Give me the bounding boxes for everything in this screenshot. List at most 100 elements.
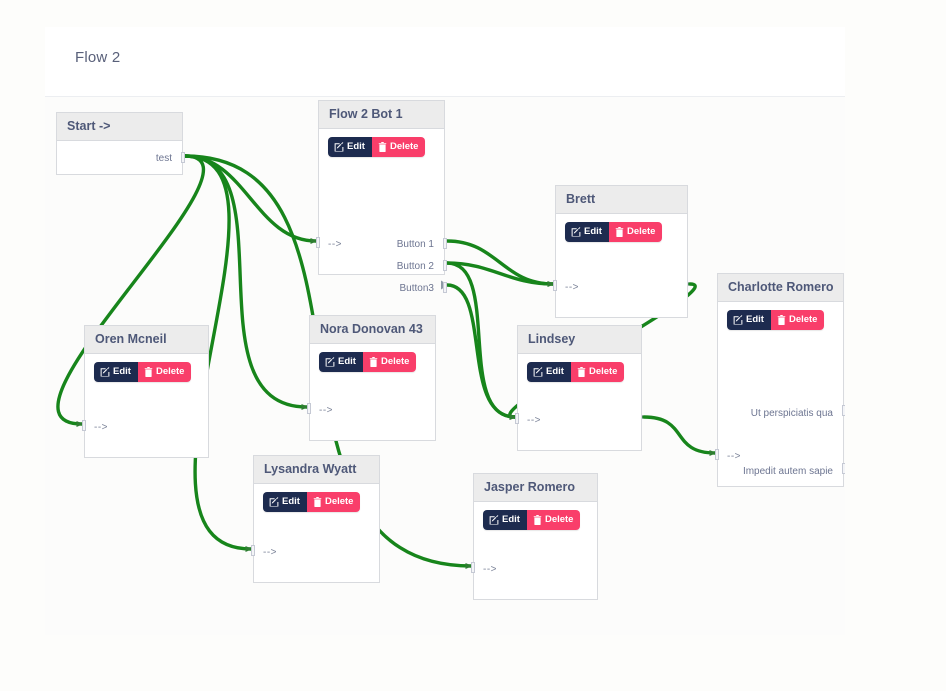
edge-flow2bot1-button3-to-lindsey-in[interactable]	[445, 283, 517, 420]
edit-button-brett[interactable]: Edit	[565, 222, 609, 242]
node-body-lindsey: Edit Delete -->	[515, 354, 641, 451]
input-handle-nora[interactable]	[307, 403, 311, 414]
node-actions-lindsey: Edit Delete	[527, 362, 625, 382]
node-title-lindsey: Lindsey	[518, 326, 641, 354]
node-title-start: Start ->	[57, 113, 182, 141]
node-actions-jasper: Edit Delete	[483, 510, 581, 530]
edge-flow2bot1-button1-to-brett-in[interactable]	[445, 239, 555, 287]
node-actions-charlotte: Edit Delete	[727, 310, 825, 330]
trash-icon	[378, 142, 387, 152]
node-title-brett: Brett	[556, 186, 687, 214]
node-title-jasper: Jasper Romero	[474, 474, 597, 502]
edit-button-lindsey[interactable]: Edit	[527, 362, 571, 382]
delete-button-brett[interactable]: Delete	[608, 222, 663, 242]
node-text-charlotte-0: Ut perspiciatis qua	[750, 408, 833, 419]
node-body-brett: Edit Delete -->	[553, 214, 687, 318]
edit-button-label: Edit	[502, 514, 520, 526]
delete-button-charlotte[interactable]: Delete	[770, 310, 825, 330]
edit-button-flow2bot1[interactable]: Edit	[328, 137, 372, 157]
input-handle-flow2bot1[interactable]	[316, 237, 320, 248]
input-handle-brett[interactable]	[553, 280, 557, 291]
delete-button-oren[interactable]: Delete	[137, 362, 192, 382]
input-port-lindsey[interactable]: -->	[527, 415, 541, 426]
edge-flow2bot1-button2-to-lindsey-in[interactable]	[445, 261, 517, 420]
output-handle-flow2bot1-0[interactable]	[443, 238, 447, 249]
trash-icon	[313, 497, 322, 507]
node-nora[interactable]: Nora Donovan 43 Edit Delete -->	[307, 315, 436, 441]
trash-icon	[615, 227, 624, 237]
delete-button-label: Delete	[588, 366, 618, 378]
delete-button-label: Delete	[544, 514, 574, 526]
node-body-lysandra: Edit Delete -->	[251, 484, 379, 583]
input-port-nora[interactable]: -->	[319, 405, 333, 416]
node-flow2bot1[interactable]: Flow 2 Bot 1 Edit Delete --> Button 1 Button …	[316, 100, 447, 294]
edit-button-label: Edit	[746, 314, 764, 326]
input-handle-lindsey[interactable]	[515, 413, 519, 424]
edit-button-label: Edit	[338, 356, 356, 368]
output-handle-flow2bot1-2[interactable]	[443, 282, 447, 293]
input-port-brett[interactable]: -->	[565, 282, 579, 293]
output-handle-start-0[interactable]	[181, 152, 185, 163]
pencil-square-icon	[489, 515, 499, 525]
input-handle-lysandra[interactable]	[251, 545, 255, 556]
trash-icon	[144, 367, 153, 377]
node-title-oren: Oren Mcneil	[85, 326, 208, 354]
edit-button-label: Edit	[546, 366, 564, 378]
node-body-start: test	[57, 141, 185, 175]
node-title-nora: Nora Donovan 43	[310, 316, 435, 344]
output-port-flow2bot1-2[interactable]: Button3	[399, 283, 434, 294]
node-actions-nora: Edit Delete	[319, 352, 417, 372]
edit-button-label: Edit	[113, 366, 131, 378]
delete-button-flow2bot1[interactable]: Delete	[371, 137, 426, 157]
edit-button-lysandra[interactable]: Edit	[263, 492, 307, 512]
pencil-square-icon	[334, 142, 344, 152]
node-actions-brett: Edit Delete	[565, 222, 663, 242]
delete-button-lysandra[interactable]: Delete	[306, 492, 361, 512]
input-port-charlotte[interactable]: -->	[727, 451, 741, 462]
output-handle-charlotte-t1[interactable]	[842, 463, 845, 474]
edit-button-label: Edit	[347, 141, 365, 153]
node-actions-lysandra: Edit Delete	[263, 492, 361, 512]
delete-button-label: Delete	[626, 226, 656, 238]
input-port-flow2bot1[interactable]: -->	[328, 239, 342, 250]
edge-flow2bot1-button2-to-brett-in[interactable]	[445, 261, 555, 287]
trash-icon	[369, 357, 378, 367]
node-body-nora: Edit Delete -->	[307, 344, 435, 441]
input-port-oren[interactable]: -->	[94, 422, 108, 433]
input-port-lysandra[interactable]: -->	[263, 547, 277, 558]
edit-button-charlotte[interactable]: Edit	[727, 310, 771, 330]
trash-icon	[577, 367, 586, 377]
output-handle-flow2bot1-1[interactable]	[443, 260, 447, 271]
output-port-flow2bot1-1[interactable]: Button 2	[396, 261, 434, 272]
edit-button-nora[interactable]: Edit	[319, 352, 363, 372]
output-handle-charlotte-t0[interactable]	[842, 405, 845, 416]
input-handle-oren[interactable]	[82, 420, 86, 431]
delete-button-label: Delete	[380, 356, 410, 368]
output-port-start-0[interactable]: test	[155, 153, 172, 164]
node-body-flow2bot1: Edit Delete --> Button 1 Button 2 Button3	[316, 129, 447, 294]
delete-button-nora[interactable]: Delete	[362, 352, 417, 372]
node-title-flow2bot1: Flow 2 Bot 1	[319, 101, 444, 129]
node-start[interactable]: Start -> test	[56, 112, 185, 175]
delete-button-jasper[interactable]: Delete	[526, 510, 581, 530]
node-body-jasper: Edit Delete -->	[471, 502, 597, 600]
input-port-jasper[interactable]: -->	[483, 564, 497, 575]
input-handle-jasper[interactable]	[471, 562, 475, 573]
edge-lindsey-out-to-charlotte-in[interactable]	[642, 415, 717, 456]
edit-button-jasper[interactable]: Edit	[483, 510, 527, 530]
input-handle-charlotte[interactable]	[715, 449, 719, 460]
delete-button-lindsey[interactable]: Delete	[570, 362, 625, 382]
trash-icon	[533, 515, 542, 525]
delete-button-label: Delete	[324, 496, 354, 508]
edit-button-oren[interactable]: Edit	[94, 362, 138, 382]
output-port-flow2bot1-0[interactable]: Button 1	[396, 239, 434, 250]
edge-start-test-to-flow2bot1-in[interactable]	[183, 154, 318, 244]
